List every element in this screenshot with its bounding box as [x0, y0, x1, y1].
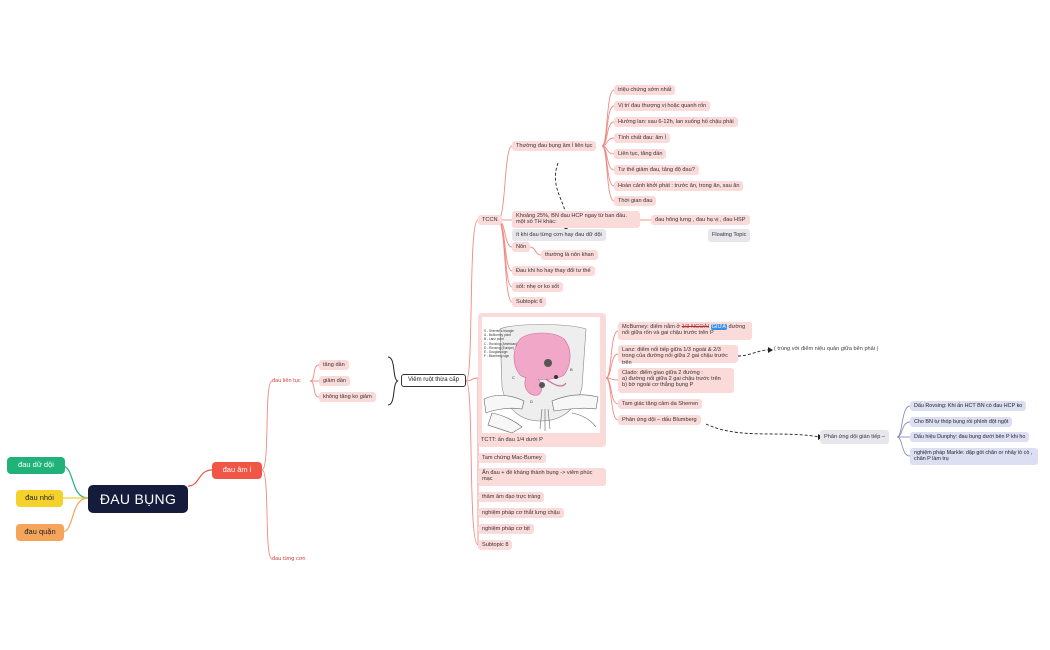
- link-root-dau-du-doi: [61, 465, 89, 499]
- branch-dau-am-i[interactable]: đau âm ỉ: [212, 462, 262, 479]
- topic-khoang-25[interactable]: Khoảng 25%, BN đau HCP ngay từ ban đầu. …: [512, 211, 640, 228]
- item-vi-tri-dau[interactable]: Vị trí đau thượng vị hoặc quanh rốn: [614, 101, 711, 111]
- branch-dau-quan[interactable]: đau quặn: [16, 524, 64, 541]
- topic-nghiem-phap-co-bit[interactable]: nghiệm pháp cơ bịt: [478, 524, 534, 534]
- link-main-lien-tuc: [261, 380, 273, 471]
- item-tinh-chat-dau[interactable]: Tính chất đau: âm ỉ: [614, 133, 670, 143]
- topic-dau-tung-con[interactable]: đau từng cơn: [272, 555, 306, 562]
- topic-sot[interactable]: sốt: nhẹ or ko sốt: [512, 282, 563, 292]
- topic-tam-giac-sherren[interactable]: Tam giác tăng cảm da Sherren: [618, 399, 703, 409]
- item-trieu-chung-som-nhat[interactable]: triệu chứng sớm nhất: [614, 85, 676, 95]
- link-root-main: [187, 469, 213, 487]
- svg-text:C: C: [512, 375, 515, 380]
- item-lien-tuc-tang-dan[interactable]: Liên tục, tăng dần: [614, 149, 667, 159]
- topic-phan-ung-doi[interactable]: Phản ứng dội – dấu Blumberg: [618, 415, 701, 425]
- topic-subtopic-8[interactable]: Subtopic 8: [478, 540, 513, 550]
- abdomen-figure: B C D: [483, 324, 599, 434]
- topic-nghiem-phap-co-that[interactable]: nghiệm pháp cơ thắt lưng chậu: [478, 508, 564, 518]
- item-tu-the-giam-dau[interactable]: Tư thế giảm đau, tăng độ đau?: [614, 165, 699, 175]
- topic-phan-ung-doi-gian-tiep[interactable]: Phản ứng dội gián tiếp –: [820, 430, 889, 444]
- topic-dau-hong-lung[interactable]: đau hông lưng , đau hạ vị , đau HSP: [651, 215, 750, 225]
- topic-giam-dan[interactable]: giảm dần: [319, 376, 351, 386]
- item-huong-lan[interactable]: Hướng lan: sau 6-12h, lan xuống hố chậu …: [614, 117, 738, 127]
- topic-it-khi-dau[interactable]: ít khi đau từng cơn hay đau dữ dội: [512, 229, 606, 241]
- branch-dau-du-doi[interactable]: đau dữ dội: [7, 457, 65, 474]
- topic-tang-dan[interactable]: tăng dần: [319, 360, 349, 370]
- topic-tham-am-dao[interactable]: thăm âm đạo trực tràng: [478, 492, 545, 502]
- figure-legend: S - Sherren's triangle A - McBurney poin…: [484, 329, 518, 359]
- topic-dau-lien-tuc[interactable]: đau liên tục: [272, 377, 301, 384]
- svg-text:D: D: [530, 399, 533, 404]
- topic-tam-chung-mac-burney[interactable]: Tam chứng Mac-Burney: [478, 453, 546, 463]
- item-nghiem-phap-markle[interactable]: nghiệm pháp Markle: dập gót chân or nhảy…: [910, 448, 1038, 465]
- figure-caption: TCTT: ấn đau 1/4 dưới P: [481, 437, 543, 443]
- figure-card[interactable]: B C D S - Sherren's triangle A - McBurne…: [478, 313, 606, 447]
- item-dau-rovsing[interactable]: Dấu Rovsing: Khi ấn HCT BN có đau HCP ko: [910, 401, 1027, 411]
- floating-topic[interactable]: Floating Topic: [708, 229, 751, 242]
- topic-tccn[interactable]: TCCN: [478, 215, 502, 225]
- relation-arrow-3: [705, 423, 821, 438]
- item-thoi-gian-dau[interactable]: Thời gian đau: [614, 196, 657, 206]
- branch-dau-nhoi[interactable]: đau nhói: [16, 490, 63, 507]
- topic-lanz-note[interactable]: ( trùng với điểm niệu quản giữa bên phải…: [774, 346, 879, 353]
- anatomy-illustration: B C D S - Sherren's triangle A - McBurne…: [482, 317, 600, 434]
- link-root-dau-quan: [61, 497, 89, 533]
- relation-arrow-2: [737, 349, 769, 357]
- relation-arrow-1: [554, 162, 567, 226]
- topic-khong-tang-ko-giam[interactable]: không tăng ko giảm: [319, 392, 376, 402]
- topic-thuong-dau-bung[interactable]: Thường đau bụng âm ỉ liên tục: [512, 141, 597, 151]
- item-tu-thop-bung[interactable]: Cho BN tự thóp bụng rồi phình đột ngột: [910, 417, 1013, 427]
- topic-subtopic-6[interactable]: Subtopic 6: [512, 297, 547, 307]
- item-dau-hieu-dunphy[interactable]: Dấu hiệu Dunphy: đau bụng dưới bên P khi…: [910, 432, 1030, 442]
- topic-viem-ruot-thua-cap[interactable]: Viêm ruột thừa cấp: [401, 374, 466, 387]
- link-main-tung-con: [261, 469, 273, 560]
- root-topic[interactable]: ĐAU BỤNG: [88, 485, 188, 513]
- topic-thuong-la-non-khan[interactable]: thường là nôn khan: [541, 250, 598, 260]
- item-hoan-canh-khoi-phat[interactable]: Hoàn cảnh khởi phát : trước ăn, trong ăn…: [614, 181, 744, 191]
- svg-text:B: B: [570, 367, 573, 372]
- brace: [387, 356, 399, 406]
- topic-an-dau-de-khang[interactable]: Ấn đau + đề kháng thành bụng -> viêm phú…: [478, 468, 606, 486]
- topic-dau-khi-ho[interactable]: Đau khi ho hay thay đổi tư thế: [512, 266, 595, 276]
- topic-non[interactable]: Nôn: [512, 242, 531, 252]
- topic-mcburney[interactable]: McBurney: điểm nằm ở 1/3 NGOÀI GIỮA đườn…: [618, 322, 752, 340]
- topic-lanz[interactable]: Lanz: điểm nối tiếp giữa 1/3 ngoài & 2/3…: [618, 345, 738, 366]
- topic-clado[interactable]: Clado: điểm giao giữa 2 đường : a) đường…: [618, 368, 734, 393]
